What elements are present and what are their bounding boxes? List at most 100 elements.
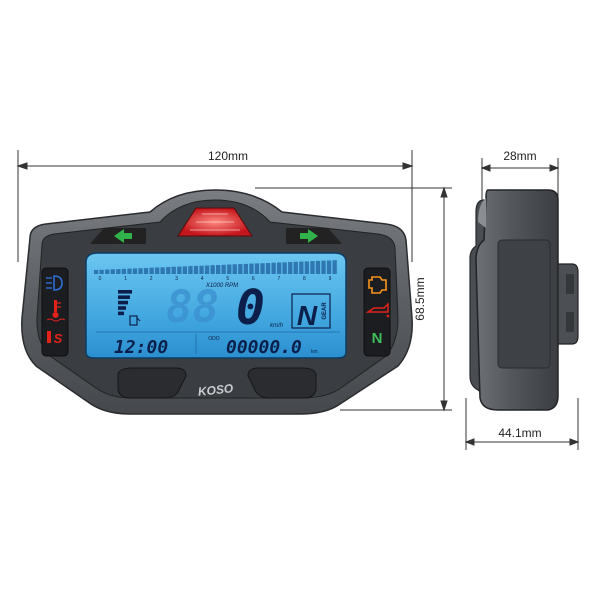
rpm-segment <box>321 260 326 274</box>
rpm-tick-label: 4 <box>201 276 204 282</box>
rpm-tick-label: 5 <box>226 276 229 282</box>
rpm-segment <box>227 264 232 274</box>
side-panel-inset <box>497 239 551 369</box>
turn-signal-right-icon <box>286 228 342 244</box>
rpm-segment <box>310 261 315 274</box>
speed-ghost-digits: 88 <box>166 282 219 333</box>
brand-logo: KOSO <box>197 381 234 399</box>
rpm-segment <box>177 266 182 274</box>
rpm-segment <box>110 269 115 274</box>
rpm-tick-labels: 0 1 2 3 4 5 6 7 8 9 <box>99 276 332 282</box>
fuel-pump-icon <box>129 315 141 326</box>
rpm-segment <box>277 262 282 274</box>
side-top-cap <box>478 198 486 228</box>
rpm-tick-label: 6 <box>252 276 255 282</box>
rpm-segment <box>221 264 226 274</box>
rpm-segment <box>149 267 154 274</box>
depth-dimension <box>480 158 560 200</box>
speedometer-side-view <box>469 189 579 411</box>
rpm-segment <box>204 265 210 274</box>
rpm-segment <box>193 265 199 274</box>
rpm-tick-label: 7 <box>278 276 281 282</box>
rpm-segment <box>105 269 110 274</box>
rpm-segment <box>293 261 298 274</box>
rpm-unit-label: X1000 RPM <box>205 283 238 289</box>
mode-button-left[interactable] <box>117 367 187 399</box>
oil-pressure-icon <box>365 302 390 318</box>
turn-signal-left-icon <box>90 228 146 244</box>
odo-value: 00000.0 <box>226 337 302 358</box>
rpm-segment <box>265 263 271 274</box>
engine-check-icon <box>368 276 387 294</box>
fuel-bar <box>118 311 124 316</box>
rpm-segment <box>304 261 309 274</box>
rpm-segment <box>94 270 99 274</box>
speed-unit: km/h <box>270 323 284 329</box>
fuel-s-icon: S <box>47 331 63 346</box>
width-dimension <box>16 150 414 262</box>
rpm-segment <box>216 265 221 274</box>
rpm-segment <box>121 268 126 274</box>
odo-unit: km <box>311 349 318 355</box>
width-label: 120mm <box>208 149 248 163</box>
left-indicator-panel: S <box>41 267 69 357</box>
rpm-segment <box>254 263 260 274</box>
rpm-segment <box>127 268 132 274</box>
rpm-segment <box>138 268 143 274</box>
height-label: 68.5mm <box>413 277 427 320</box>
gear-box <box>291 293 331 329</box>
temperature-icon <box>46 300 66 322</box>
rpm-segment <box>166 267 171 274</box>
speed-value: 0 <box>236 280 265 336</box>
rpm-segment <box>282 262 287 274</box>
rpm-segment <box>199 265 204 274</box>
rpm-segment <box>288 262 293 274</box>
fuel-bar <box>118 306 126 310</box>
rpm-tick-label: 2 <box>150 276 153 282</box>
rpm-tick-label: 8 <box>303 276 306 282</box>
height-dimension <box>255 186 452 412</box>
rpm-segment <box>99 269 104 274</box>
rpm-segment <box>210 265 215 274</box>
rpm-segment <box>260 263 265 274</box>
svg-text:S: S <box>54 331 63 346</box>
side-bottom-dimension <box>464 398 580 450</box>
rpm-segment <box>249 263 254 274</box>
rpm-segment <box>160 267 165 274</box>
neutral-icon: N <box>372 330 383 347</box>
rpm-segment <box>171 266 176 274</box>
rpm-segment <box>326 260 332 274</box>
fuel-bar <box>118 290 132 294</box>
speedometer-front-view: S N 0 1 2 3 4 5 6 7 8 9 X1000 RPM 88 <box>21 189 413 415</box>
rpm-segment <box>232 264 237 274</box>
rpm-segment <box>315 260 321 274</box>
side-bottom-label: 44.1mm <box>498 426 541 440</box>
gear-value: N <box>297 300 318 331</box>
rpm-segment <box>116 269 121 274</box>
fuel-bar <box>118 300 128 305</box>
rpm-segment <box>271 262 276 274</box>
rpm-tick-label: 9 <box>329 276 332 282</box>
gear-label: GEAR <box>322 302 328 320</box>
rpm-segment <box>132 268 138 274</box>
right-indicator-panel: N <box>363 267 391 357</box>
rpm-segment <box>299 261 304 274</box>
rpm-segment <box>243 263 248 274</box>
clock-display: 12:00 <box>114 337 168 358</box>
rpm-bargraph <box>94 260 337 274</box>
rpm-tick-label: 1 <box>124 276 127 282</box>
depth-label: 28mm <box>503 149 536 163</box>
fuel-bar <box>118 295 130 299</box>
rpm-tick-label: 0 <box>99 276 102 282</box>
odo-label: ODO <box>208 336 220 342</box>
headlight-icon <box>46 275 63 291</box>
mode-button-right[interactable] <box>247 367 317 399</box>
rpm-segment <box>332 260 337 274</box>
rpm-segment <box>238 264 243 274</box>
rpm-segment <box>182 266 187 274</box>
rpm-segment <box>155 267 160 274</box>
rpm-tick-label: 3 <box>175 276 178 282</box>
rpm-segment <box>188 266 193 274</box>
rpm-segment <box>143 268 149 274</box>
